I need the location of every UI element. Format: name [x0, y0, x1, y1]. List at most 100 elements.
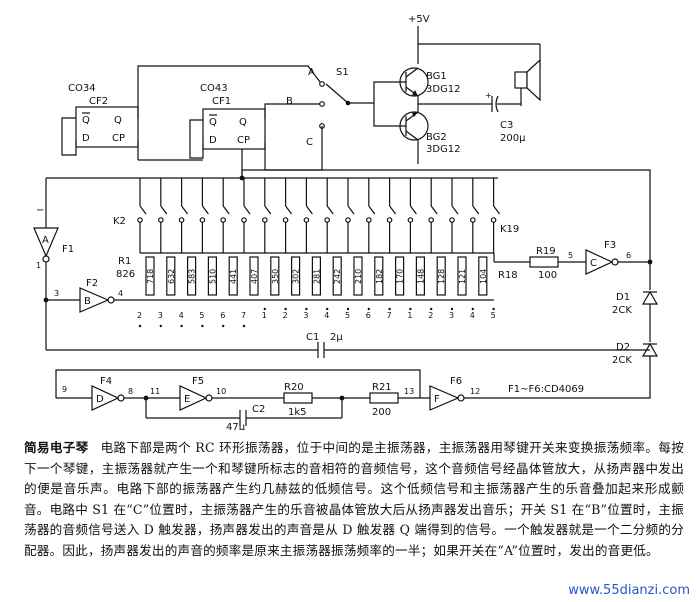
- note-number: 2: [283, 311, 288, 320]
- ff2-q: Q: [239, 117, 247, 128]
- key-switch: [490, 178, 501, 253]
- note-number: 5: [199, 311, 204, 320]
- ic-note: F1~F6:CD4069: [508, 384, 584, 395]
- k-last-label: K19: [500, 224, 519, 235]
- ladder-resistor: 170: [395, 256, 405, 296]
- key-switches: [137, 178, 501, 253]
- note-number: 5: [491, 311, 496, 320]
- ladder-resistor: 718: [145, 256, 155, 296]
- f3-letter: C: [590, 258, 597, 269]
- switch-s1: A B C S1: [286, 67, 374, 148]
- f6-letter: F: [434, 394, 440, 405]
- key-switch: [469, 178, 480, 253]
- resistor-value: 510: [208, 269, 217, 284]
- d2-name: D2: [616, 342, 630, 353]
- bg1-label: BG1: [426, 71, 447, 82]
- pin8: 8: [128, 387, 133, 396]
- pin4: 4: [118, 289, 123, 298]
- ladder-resistor: 632: [166, 256, 176, 296]
- pin13: 13: [404, 387, 414, 396]
- resistor-value: 632: [167, 269, 176, 284]
- key-switch: [158, 178, 168, 253]
- note-octave-dot: [284, 307, 287, 311]
- note-number: 6: [366, 311, 371, 320]
- resistor-value: 182: [375, 269, 384, 284]
- d1-type: 2CK: [612, 305, 632, 316]
- resistor-value: 350: [271, 269, 280, 284]
- r20-value: 1k5: [288, 407, 307, 418]
- note-octave-dot: [305, 307, 308, 311]
- key-switch: [137, 178, 147, 253]
- ladder-resistor: 441: [228, 256, 238, 296]
- f1-label: F1: [62, 244, 74, 255]
- f5-label: F5: [192, 376, 204, 387]
- f5-letter: E: [184, 394, 190, 405]
- bg2-label: BG2: [426, 132, 447, 143]
- ladder-resistor: 583: [187, 256, 197, 296]
- svg-text:+: +: [485, 91, 492, 100]
- note-number: 7: [387, 311, 392, 320]
- supply-label: +5V: [408, 14, 430, 25]
- resistor-value: 718: [146, 269, 155, 284]
- pin9: 9: [62, 385, 67, 394]
- ladder-resistor: 121: [457, 256, 467, 296]
- svg-text:−: −: [36, 205, 44, 216]
- ladder-resistor: 350: [270, 256, 280, 296]
- r1-value: 826: [116, 269, 135, 280]
- r19-value: 100: [538, 270, 557, 281]
- capacitor-c1: C1 2μ: [306, 332, 343, 358]
- note-number: 3: [449, 311, 454, 320]
- ff2-part: CO43: [200, 83, 228, 94]
- c2-value: 47μ: [226, 422, 246, 430]
- key-switch: [303, 178, 313, 253]
- note-number: 1: [262, 311, 267, 320]
- key-switch: [282, 178, 293, 253]
- bg2-type: 3DG12: [426, 144, 461, 155]
- resistor-value: 281: [312, 269, 321, 284]
- switch-pos-a: A: [308, 67, 315, 78]
- note-octave-dot: [138, 324, 142, 328]
- f2-letter: B: [84, 296, 91, 307]
- capacitor-c3: + C3 200μ: [482, 91, 526, 144]
- note-number: 1: [407, 311, 412, 320]
- resistor-value: 302: [292, 269, 301, 284]
- note-octave-dot: [201, 324, 204, 328]
- ff1-cp: CP: [112, 133, 125, 144]
- resistor-value: 210: [354, 269, 363, 284]
- resistor-r20: R20 1k5: [283, 382, 313, 418]
- note-octave-dot: [430, 307, 433, 311]
- flipflop-cf1: CO43 CF1 Q Q D CP: [200, 83, 266, 150]
- d2-type: 2CK: [612, 355, 632, 366]
- ladder-resistor: 510: [207, 256, 217, 296]
- switch-pos-c: C: [306, 137, 313, 148]
- inverter-f4: D F4 8: [91, 376, 133, 411]
- key-switch: [428, 178, 438, 253]
- note-number: 7: [241, 311, 246, 320]
- switch-name: S1: [336, 67, 349, 78]
- resistor-value: 104: [479, 269, 488, 284]
- note-octave-dot: [388, 307, 391, 311]
- circuit-schematic: +5V BG1 3DG12 BG2 3DG12 + C3: [33, 14, 659, 430]
- k-first-label: K2: [113, 216, 126, 227]
- f3-label: F3: [604, 240, 616, 251]
- note-octave-dot: [180, 324, 183, 328]
- r21-name: R21: [372, 382, 392, 393]
- key-switch: [365, 178, 376, 253]
- caption: 简易电子琴电路下部是两个 RC 环形振荡器，位于中间的是主振荡器，主振荡器用琴键…: [24, 438, 684, 561]
- f2-label: F2: [86, 278, 98, 289]
- inverter-f1: A F1 1: [33, 227, 74, 270]
- resistor-value: 441: [229, 269, 238, 284]
- note-octave-dot: [326, 307, 329, 311]
- c1-value: 2μ: [330, 332, 343, 343]
- ladder-resistor: 104: [478, 256, 488, 296]
- r21-value: 200: [372, 407, 391, 418]
- key-switch: [345, 178, 355, 253]
- note-number: 2: [137, 311, 142, 320]
- note-octave-dot: [346, 307, 350, 311]
- c2-name: C2: [252, 404, 265, 415]
- ff1-d: D: [82, 133, 90, 144]
- note-number: 2: [428, 311, 433, 320]
- note-number: 3: [303, 311, 308, 320]
- pin3: 3: [54, 289, 59, 298]
- key-switch: [178, 178, 189, 253]
